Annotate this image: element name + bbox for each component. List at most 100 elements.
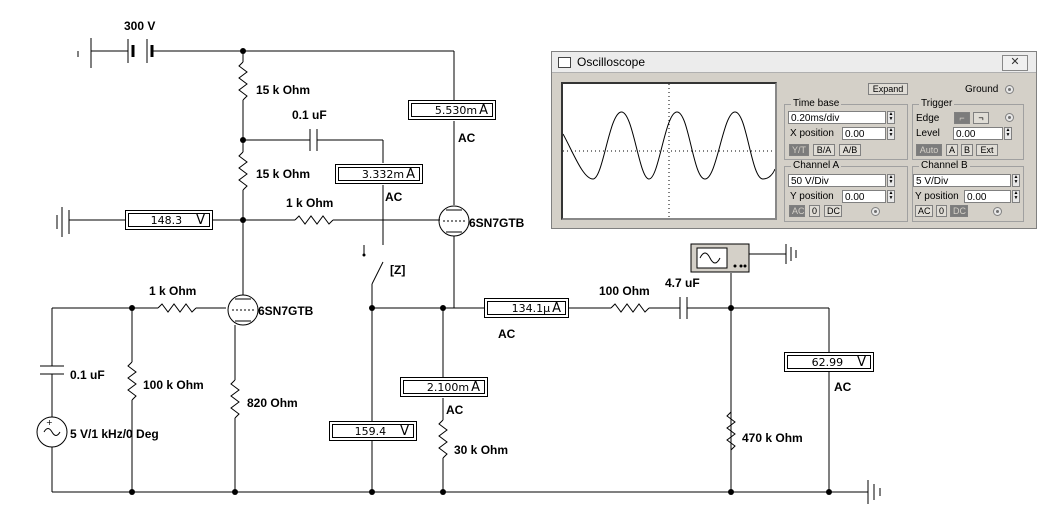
- voltmeter-m7[interactable]: 62.99 V: [784, 352, 874, 372]
- oscilloscope-title: Oscilloscope: [577, 55, 646, 69]
- oscilloscope-titlebar[interactable]: Oscilloscope: [552, 52, 1036, 73]
- ground-radio[interactable]: [1005, 85, 1014, 94]
- c-in-label: 0.1 uF: [70, 368, 105, 382]
- r-top2-label: 15 k Ohm: [256, 167, 310, 181]
- r-30k-label: 30 k Ohm: [454, 443, 508, 457]
- channel-b-scale-spinner[interactable]: ▲▼: [1012, 174, 1020, 187]
- channel-b-ypos-label: Y position: [915, 191, 959, 202]
- r-grid-label: 1 k Ohm: [286, 196, 333, 210]
- r-470k-label: 470 k Ohm: [742, 431, 803, 445]
- oscilloscope-window[interactable]: Oscilloscope ✕ Expand Ground Time base 0…: [551, 51, 1037, 229]
- switch-label: [Z]: [390, 263, 405, 277]
- mode-ab-button[interactable]: A/B: [839, 144, 861, 156]
- mode-yt-button[interactable]: Y/T: [789, 144, 809, 156]
- xpos-label: X position: [790, 128, 834, 139]
- channel-a-ypos-spinner[interactable]: ▲▼: [887, 190, 895, 203]
- trigger-ext-button[interactable]: Ext: [976, 144, 998, 156]
- channel-b-scale-field[interactable]: 5 V/Div: [913, 174, 1011, 187]
- tube1-label: 6SN7GTB: [469, 216, 525, 230]
- trigger-a-button[interactable]: A: [946, 144, 958, 156]
- trigger-auto-button[interactable]: Auto: [916, 144, 942, 156]
- channel-b-title: Channel B: [919, 160, 970, 171]
- r-100-label: 100 Ohm: [599, 284, 650, 298]
- r-top1-label: 15 k Ohm: [256, 83, 310, 97]
- channel-b-ac-button[interactable]: AC: [915, 205, 933, 217]
- m4-unit: A: [552, 300, 561, 316]
- mode-ba-button[interactable]: B/A: [813, 144, 835, 156]
- m1-unit: A: [479, 102, 488, 118]
- edge-rising-button[interactable]: ⌐: [954, 112, 970, 124]
- expand-button[interactable]: Expand: [868, 83, 908, 95]
- m5-unit: A: [471, 379, 480, 395]
- channel-a-scale-spinner[interactable]: ▲▼: [887, 174, 895, 187]
- channel-b-radio[interactable]: [993, 207, 1002, 216]
- waveform-display: [562, 84, 776, 218]
- trigger-b-button[interactable]: B: [961, 144, 973, 156]
- m2-value: 3.332m: [361, 167, 405, 181]
- channel-a-radio[interactable]: [871, 207, 880, 216]
- level-field[interactable]: 0.00: [953, 127, 1003, 140]
- source-plus: +: [46, 418, 53, 427]
- channel-b-ypos-field[interactable]: 0.00: [964, 190, 1011, 203]
- m6-unit: V: [400, 423, 409, 439]
- channel-a-title: Channel A: [791, 160, 842, 171]
- tube2-label: 6SN7GTB: [258, 304, 314, 318]
- channel-b-group: Channel B: [912, 160, 1024, 222]
- m1-mode: AC: [458, 131, 476, 145]
- m7-unit: V: [857, 354, 866, 370]
- m3-unit: V: [196, 212, 205, 228]
- channel-b-ypos-spinner[interactable]: ▲▼: [1012, 190, 1020, 203]
- timebase-group: Time base: [784, 98, 908, 160]
- m4-value: 134.1μ: [511, 301, 551, 315]
- edge-falling-button[interactable]: ¬: [973, 112, 989, 124]
- r-in-label: 1 k Ohm: [149, 284, 196, 298]
- junction-dots: [129, 48, 832, 495]
- m4-mode: AC: [498, 327, 516, 341]
- channel-a-ac-button[interactable]: AC: [789, 205, 805, 217]
- oscilloscope-app-icon: [558, 56, 571, 68]
- trigger-group: Trigger: [912, 98, 1024, 160]
- oscilloscope-icon[interactable]: [690, 243, 750, 273]
- m2-unit: A: [406, 166, 415, 182]
- channel-a-dc-button[interactable]: DC: [824, 205, 842, 217]
- level-spinner[interactable]: ▲▼: [1004, 127, 1012, 140]
- timebase-field[interactable]: 0.20ms/div: [788, 111, 886, 124]
- level-label: Level: [916, 128, 940, 139]
- m5-value: 2.100m: [426, 380, 470, 394]
- voltmeter-m6[interactable]: 159.4 V: [329, 421, 417, 441]
- channel-a-ypos-field[interactable]: 0.00: [842, 190, 886, 203]
- timebase-title: Time base: [791, 98, 842, 109]
- channel-a-scale-field[interactable]: 50 V/Div: [788, 174, 886, 187]
- channel-b-zero-button[interactable]: 0: [936, 205, 947, 217]
- supply-label: 300 V: [124, 19, 155, 33]
- c-couple-label: 0.1 uF: [292, 108, 327, 122]
- ground-label: Ground: [965, 84, 999, 95]
- m7-value: 62.99: [811, 355, 844, 369]
- xpos-field[interactable]: 0.00: [842, 127, 886, 140]
- channel-a-group: Channel A: [784, 160, 908, 222]
- c-out-label: 4.7 uF: [665, 276, 700, 290]
- m7-mode: AC: [834, 380, 852, 394]
- m1-value: 5.530m: [434, 103, 478, 117]
- channel-a-trace: [562, 111, 776, 180]
- trigger-title: Trigger: [919, 98, 955, 109]
- xpos-spinner[interactable]: ▲▼: [887, 127, 895, 140]
- timebase-spinner[interactable]: ▲▼: [887, 111, 895, 124]
- channel-a-zero-button[interactable]: 0: [809, 205, 820, 217]
- source-label: 5 V/1 kHz/0 Deg: [70, 427, 159, 441]
- channel-a-ypos-label: Y position: [790, 191, 834, 202]
- oscilloscope-screen: [561, 82, 777, 220]
- trigger-radio[interactable]: [1005, 113, 1014, 122]
- m3-value: 148.3: [150, 213, 183, 227]
- channel-b-dc-button[interactable]: DC: [950, 205, 968, 217]
- close-button[interactable]: ✕: [1002, 55, 1028, 71]
- r-820-label: 820 Ohm: [247, 396, 298, 410]
- m5-mode: AC: [446, 403, 464, 417]
- r-100k-label: 100 k Ohm: [143, 378, 204, 392]
- m6-value: 159.4: [354, 424, 387, 438]
- voltmeter-m3[interactable]: 148.3 V: [125, 210, 213, 230]
